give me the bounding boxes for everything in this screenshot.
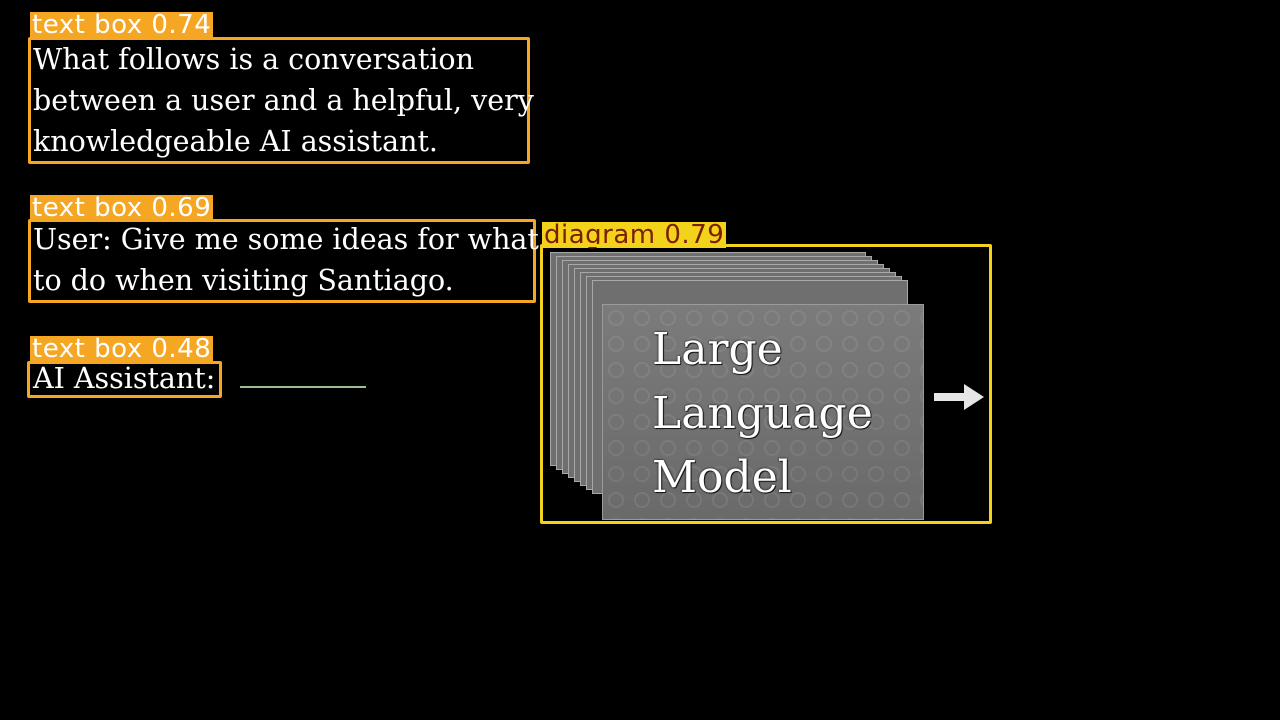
detection-box-text-3 bbox=[27, 361, 222, 398]
detection-class: text box bbox=[32, 193, 143, 223]
user-line: User: Give me some ideas for what bbox=[33, 223, 539, 256]
detection-score: 0.74 bbox=[151, 10, 212, 40]
model-layer-stack bbox=[546, 250, 926, 520]
model-title-line: Large bbox=[652, 324, 783, 375]
model-layer-front bbox=[602, 304, 924, 520]
detection-score: 0.69 bbox=[151, 193, 212, 223]
detection-box-diagram bbox=[540, 244, 992, 524]
model-title-line: Model bbox=[652, 452, 792, 503]
detection-label-text-box-2: text box 0.69 bbox=[30, 193, 214, 223]
system-line: What follows is a conversation bbox=[33, 43, 474, 76]
detection-box-text-1 bbox=[28, 37, 530, 164]
model-title: Large Language Model bbox=[652, 318, 873, 510]
system-line: between a user and a helpful, very bbox=[33, 84, 534, 117]
detection-class: diagram bbox=[544, 220, 656, 250]
model-title-line: Language bbox=[652, 388, 873, 439]
user-line: to do when visiting Santiago. bbox=[33, 264, 454, 297]
detection-class: text box bbox=[32, 334, 143, 364]
detection-score: 0.48 bbox=[151, 334, 212, 364]
assistant-prefix: AI Assistant: bbox=[33, 362, 216, 395]
system-prompt-text: What follows is a conversation between a… bbox=[33, 39, 534, 162]
detection-label-text-box-1: text box 0.74 bbox=[30, 10, 214, 40]
answer-blank-line bbox=[240, 386, 366, 388]
system-line: knowledgeable AI assistant. bbox=[33, 125, 438, 158]
detection-label-text-box-3: text box 0.48 bbox=[30, 334, 214, 364]
detection-box-text-2 bbox=[28, 219, 536, 303]
user-prompt-text: User: Give me some ideas for what to do … bbox=[33, 219, 539, 301]
right-arrow-icon bbox=[934, 384, 984, 410]
detection-score: 0.79 bbox=[664, 220, 725, 250]
detection-class: text box bbox=[32, 10, 143, 40]
detection-label-diagram: diagram 0.79 bbox=[542, 220, 727, 250]
